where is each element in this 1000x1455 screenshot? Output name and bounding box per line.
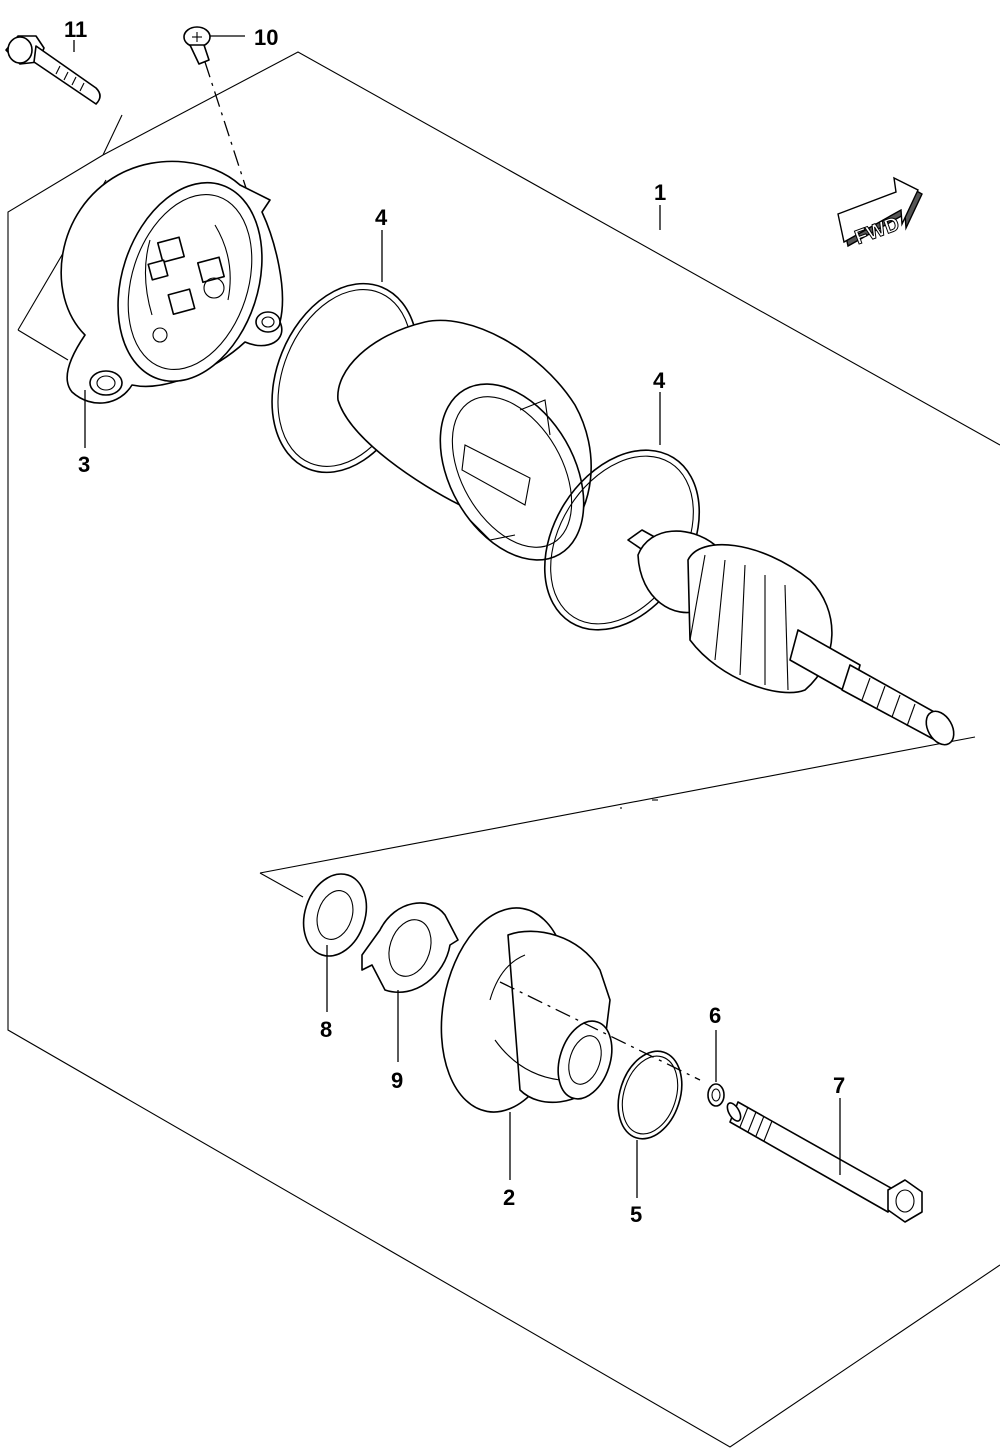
part-3-rear-cover	[60, 160, 284, 404]
armature	[627, 529, 955, 746]
callout-labels: 11 10 1 4 4 3 8 9 2 5 6 7	[64, 17, 845, 1227]
callout-7: 7	[833, 1073, 845, 1098]
part-8-washer	[302, 873, 368, 957]
assembly-boundary	[7, 51, 1000, 1448]
yoke-housing	[337, 319, 592, 561]
leader-lines	[73, 40, 841, 1198]
part-6-small-o-ring	[707, 1083, 725, 1107]
part-5-o-ring	[617, 1050, 683, 1140]
part-2-front-housing	[440, 907, 701, 1113]
callout-9: 9	[391, 1068, 403, 1093]
part-7-long-bolt	[726, 1101, 923, 1223]
callout-4-lower: 4	[653, 368, 666, 393]
part-9-lock-washer	[361, 902, 459, 993]
callout-5: 5	[630, 1202, 642, 1227]
callout-3: 3	[78, 452, 90, 477]
part-10-screw	[183, 26, 247, 189]
callout-4-upper: 4	[375, 205, 388, 230]
callout-8: 8	[320, 1017, 332, 1042]
callout-10: 10	[254, 25, 278, 50]
callout-6: 6	[709, 1003, 721, 1028]
callout-1: 1	[654, 180, 666, 205]
callout-2: 2	[503, 1185, 515, 1210]
callout-11: 11	[64, 17, 87, 42]
part-11-bolt	[5, 35, 101, 105]
fwd-arrow-icon: FWD	[837, 176, 923, 250]
divider-marks	[620, 799, 658, 809]
